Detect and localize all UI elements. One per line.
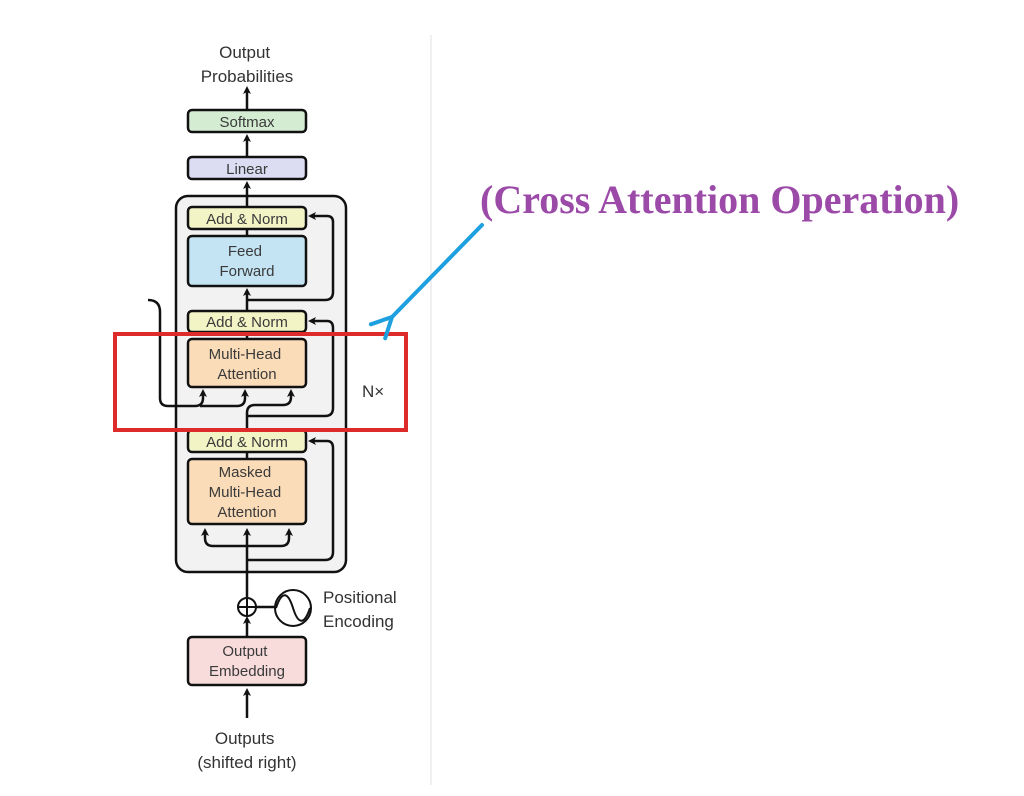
cross-attention-annotation: (Cross Attention Operation)	[480, 177, 959, 222]
annotation-arrow	[368, 223, 484, 341]
add-circle-icon	[237, 597, 257, 617]
add-norm-mid-block: Add & Norm	[186, 309, 308, 334]
add-norm-top-block: Add & Norm	[186, 205, 308, 231]
main-flow-arrows	[147, 86, 335, 718]
cross-attention-highlight-box	[113, 332, 408, 432]
feed-forward-block: Feed Forward	[186, 234, 308, 288]
masked-multi-head-attention-block: Masked Multi-Head Attention	[186, 457, 308, 526]
svg-text:Softmax: Softmax	[219, 114, 275, 131]
output-probabilities-label: Output Probabilities	[201, 43, 294, 86]
svg-text:Feed Forward: Feed Forward	[219, 243, 274, 280]
linear-block: Linear	[186, 155, 308, 181]
repeat-count-label: N×	[362, 382, 384, 401]
add-norm-low-block: Add & Norm	[186, 428, 308, 454]
softmax-block: Softmax	[186, 108, 308, 134]
svg-text:Add & Norm: Add & Norm	[206, 434, 288, 451]
svg-text:Add & Norm: Add & Norm	[206, 211, 288, 228]
positional-encoding-label: Positional Encoding	[323, 588, 401, 631]
svg-text:Linear: Linear	[226, 161, 268, 178]
output-embedding-block: Output Embedding	[186, 635, 308, 687]
outputs-shifted-right-label: Outputs (shifted right)	[197, 729, 296, 772]
multi-head-attention-block: Multi-Head Attention	[186, 337, 308, 389]
svg-text:Output Embedding: Output Embedding	[209, 643, 285, 680]
svg-text:Add & Norm: Add & Norm	[206, 314, 288, 331]
svg-text:Multi-Head Attention: Multi-Head Attention	[209, 346, 286, 383]
svg-text:Masked Multi-Head: Masked Multi-Head Attention	[209, 464, 286, 521]
sine-wave-icon	[274, 589, 312, 627]
